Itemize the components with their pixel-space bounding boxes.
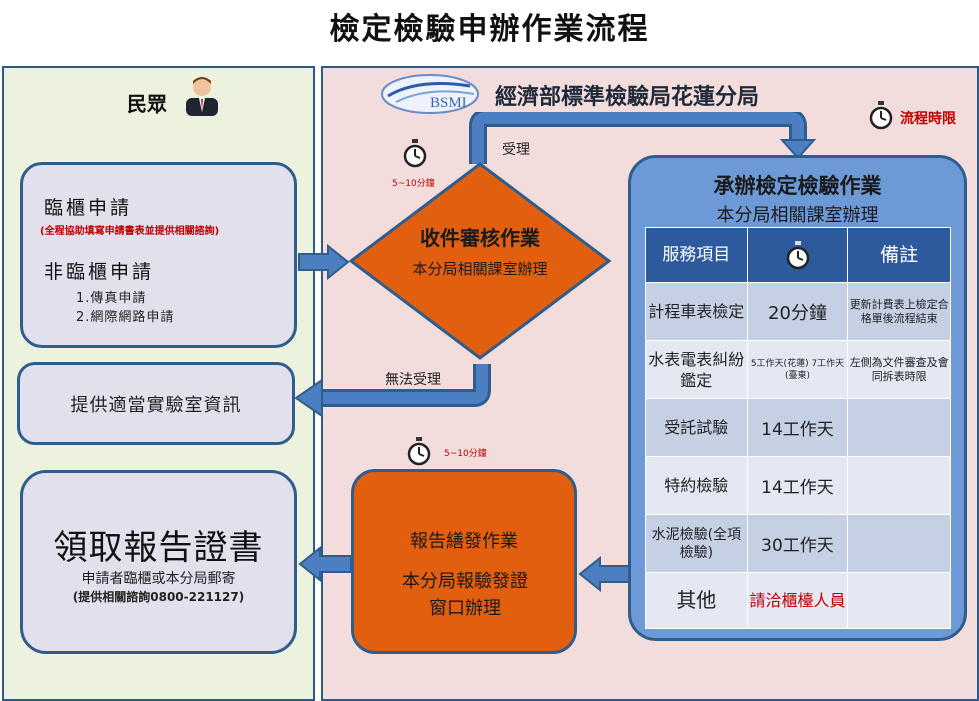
service-item: 特約檢驗 (645, 456, 748, 515)
service-time: 請洽櫃檯人員 (746, 572, 849, 629)
table-row: 水表電表糾紛鑑定 5工作天(花蓮) 7工作天(臺東) 左側為文件審查及會同拆表時… (645, 340, 951, 399)
service-item: 計程車表檢定 (645, 282, 748, 341)
service-item: 其他 (645, 572, 748, 629)
service-time: 20分鐘 (746, 282, 849, 341)
page-title: 檢定檢驗申辦作業流程 (329, 12, 650, 47)
reject-arrow-icon (294, 364, 491, 418)
receive-title: 收件審核作業 (420, 226, 540, 250)
report-pickup-box (20, 470, 297, 654)
header-remarks: 備註 (847, 227, 951, 283)
accept-label: 受理 (502, 142, 530, 158)
stopwatch-icon (407, 437, 431, 466)
report-pickup-title: 領取報告證書 (53, 528, 264, 568)
header-time (746, 227, 849, 283)
service-time: 14工作天 (746, 456, 849, 515)
counter-application-note: (全程協助填寫申請書表並提供相關諮詢) (40, 226, 220, 237)
service-note (847, 456, 951, 515)
receive-review-diamond (348, 162, 612, 360)
service-note: 左側為文件審查及會同拆表時限 (847, 340, 951, 399)
online-application: 2.網際網路申請 (76, 310, 175, 325)
report-issue-box (351, 469, 577, 654)
process-title: 承辦檢定檢驗作業 (713, 174, 882, 198)
person-icon (186, 77, 218, 116)
table-row: 特約檢驗 14工作天 (645, 456, 951, 515)
receive-subtitle: 本分局相關課室辦理 (412, 260, 548, 278)
accept-arrow-icon (469, 112, 817, 164)
noncounter-application-title: 非臨櫃申請 (44, 261, 155, 283)
application-box (20, 162, 297, 348)
report-subtitle: 本分局報驗發證窗口辦理 (402, 571, 528, 619)
service-note (847, 514, 951, 573)
fax-application: 1.傳真申請 (76, 291, 147, 306)
service-time: 5工作天(花蓮) 7工作天(臺東) (746, 340, 849, 399)
issue-arrow-icon (578, 556, 630, 592)
counter-application-title: 臨櫃申請 (44, 197, 133, 219)
report-pickup-line1: 申請者臨櫃或本分局郵寄 (81, 571, 236, 587)
table-row: 受託試驗 14工作天 (645, 398, 951, 457)
service-item: 水泥檢驗(全項檢驗) (645, 514, 748, 573)
service-note: 更新計費表上檢定合格單後流程結束 (847, 282, 951, 341)
service-table: 服務項目 備註 計程車表檢定 20分鐘 更新計費表上檢定合格單後流程結束 水表電… (645, 227, 951, 629)
table-row: 其他 請洽櫃檯人員 (645, 572, 951, 629)
service-time: 30工作天 (746, 514, 849, 573)
reject-label: 無法受理 (385, 372, 441, 388)
service-item: 水表電表糾紛鑑定 (645, 340, 748, 399)
lab-info-box (17, 362, 295, 445)
report-title: 報告繕發作業 (410, 531, 518, 552)
service-time: 14工作天 (746, 398, 849, 457)
table-header-row: 服務項目 備註 (645, 227, 951, 283)
header-service-item: 服務項目 (645, 227, 748, 283)
table-row: 水泥檢驗(全項檢驗) 30工作天 (645, 514, 951, 573)
submit-arrow-icon (298, 244, 350, 280)
report-time: 5~10分鐘 (444, 449, 487, 459)
pickup-arrow-icon (298, 546, 352, 582)
process-subtitle: 本分局相關課室辦理 (716, 205, 879, 226)
stopwatch-icon (403, 139, 427, 168)
service-note (847, 572, 951, 629)
report-pickup-line2: (提供相關諮詢0800-221127) (72, 590, 245, 604)
time-limit-legend: 流程時限 (900, 111, 956, 127)
service-item: 受託試驗 (645, 398, 748, 457)
table-row: 計程車表檢定 20分鐘 更新計費表上檢定合格單後流程結束 (645, 282, 951, 341)
stopwatch-icon (786, 241, 809, 270)
receive-time: 5~10分鐘 (392, 179, 435, 189)
service-note (847, 398, 951, 457)
bsmi-logo: BSMI (381, 74, 479, 114)
bureau-title: 經濟部標準檢驗局花蓮分局 (495, 85, 760, 110)
stopwatch-icon (869, 101, 893, 130)
lab-info-label: 提供適當實驗室資訊 (70, 395, 242, 416)
svg-text:BSMI: BSMI (430, 95, 467, 111)
citizen-label: 民眾 (127, 92, 167, 116)
